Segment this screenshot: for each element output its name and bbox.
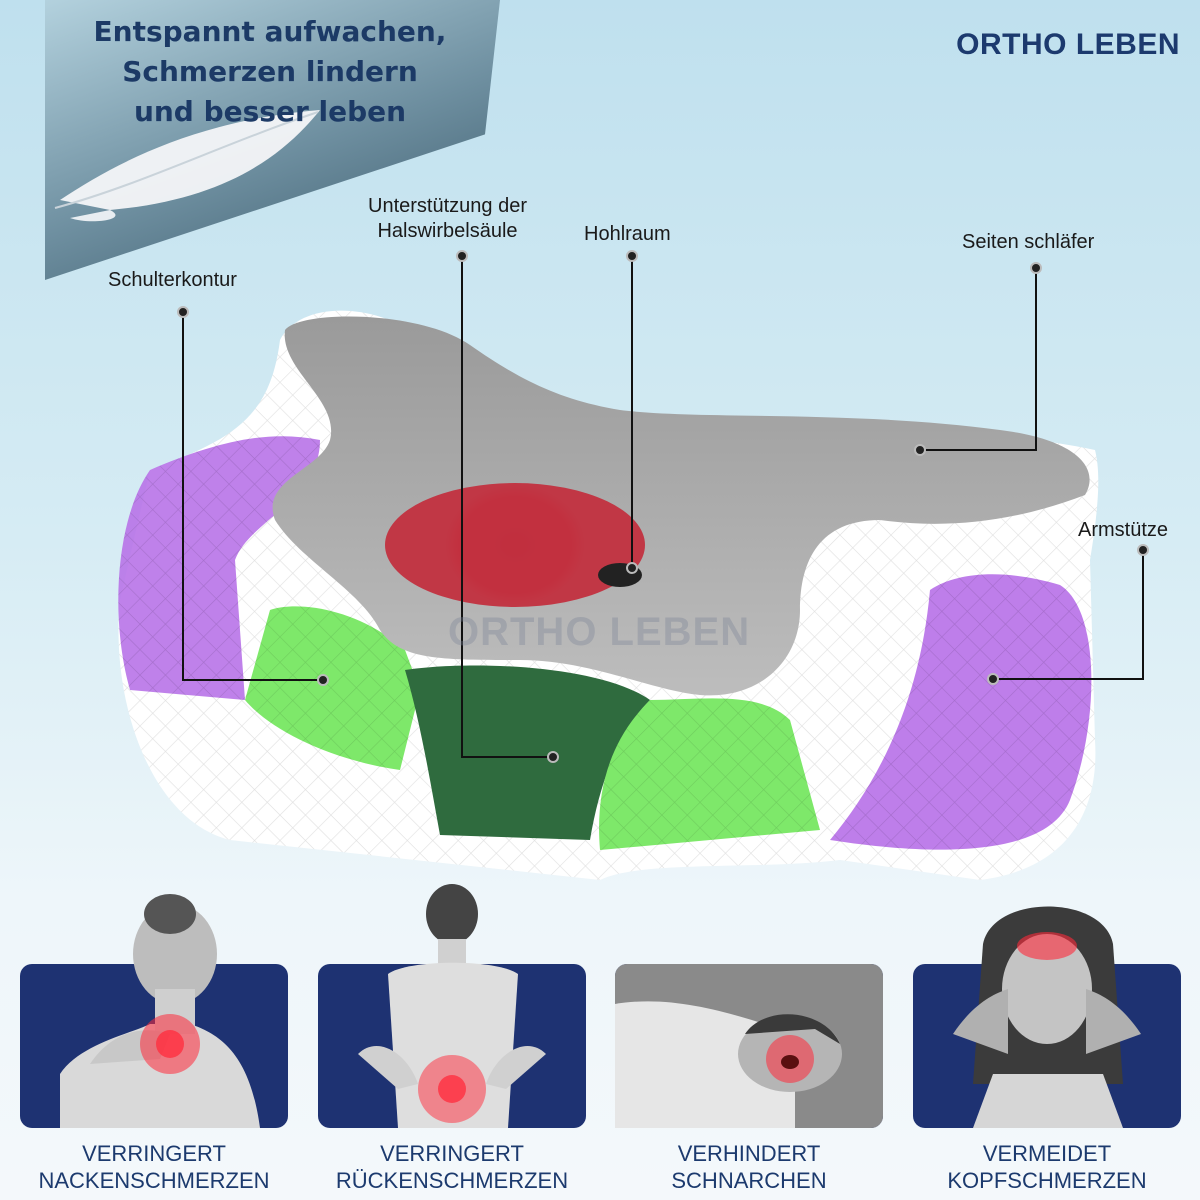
callout-dot <box>1137 544 1149 556</box>
benefit-caption-line-1: VERHINDERT <box>677 1141 821 1166</box>
benefit-card-headache <box>913 906 1181 1128</box>
callout-dot <box>626 250 638 262</box>
benefit-caption-line-2: NACKENSCHMERZEN <box>38 1168 270 1193</box>
callout-dot <box>177 306 189 318</box>
benefit-caption-headache: VERMEIDET KOPFSCHMERZEN <box>898 1140 1196 1194</box>
callout-dot <box>1030 262 1042 274</box>
headline: Entspannt aufwachen, Schmerzen lindern u… <box>60 12 480 132</box>
neck-support-zone <box>405 665 650 840</box>
neck-pain-person-illustration <box>60 894 260 1128</box>
callout-dot <box>547 751 559 763</box>
benefit-card-neck <box>20 894 288 1128</box>
benefit-caption-line-1: VERRINGERT <box>82 1141 226 1166</box>
callout-line-side <box>920 268 1037 451</box>
callout-shoulder: Schulterkontur <box>108 269 237 291</box>
callout-dot <box>317 674 329 686</box>
callout-line-arm <box>993 550 1144 680</box>
callout-line-neck <box>461 256 553 758</box>
benefit-caption-back: VERRINGERT RÜCKENSCHMERZEN <box>303 1140 601 1194</box>
pillow-diagram <box>118 250 1149 880</box>
feather-icon <box>54 110 320 222</box>
headline-line-1: Entspannt aufwachen, <box>93 15 447 48</box>
callout-neck-line-2: Halswirbelsäule <box>377 220 518 242</box>
snoring-person-illustration <box>615 964 883 1128</box>
callout-dot <box>626 562 638 574</box>
headline-line-3: und besser leben <box>133 95 407 128</box>
benefit-caption-line-2: KOPFSCHMERZEN <box>947 1168 1147 1193</box>
callout-side-sleeper: Seiten schläfer <box>962 231 1095 253</box>
benefit-caption-line-1: VERRINGERT <box>380 1141 524 1166</box>
callout-dot <box>914 444 926 456</box>
callout-dot <box>456 250 468 262</box>
brand-logo: ORTHO LEBEN <box>956 28 1180 61</box>
benefit-caption-neck: VERRINGERT NACKENSCHMERZEN <box>5 1140 303 1194</box>
callout-arm-rest: Armstütze <box>1078 519 1169 541</box>
watermark: ORTHO LEBEN <box>448 610 751 654</box>
headline-line-2: Schmerzen lindern <box>122 55 418 88</box>
benefit-caption-line-2: SCHNARCHEN <box>671 1168 827 1193</box>
callout-cavity: Hohlraum <box>584 223 671 245</box>
callout-dot <box>987 673 999 685</box>
callout-neck: Unterstützung der Halswirbelsäule <box>368 194 527 244</box>
benefit-card-snoring <box>615 964 883 1128</box>
benefit-card-back <box>318 884 586 1128</box>
benefit-caption-line-2: RÜCKENSCHMERZEN <box>335 1168 569 1193</box>
benefit-caption-line-1: VERMEIDET <box>982 1141 1112 1166</box>
back-pain-person-illustration <box>358 884 546 1128</box>
callout-line-shoulder <box>182 312 323 681</box>
headache-person-illustration <box>953 906 1141 1128</box>
benefit-caption-snoring: VERHINDERT SCHNARCHEN <box>600 1140 898 1194</box>
callout-neck-line-1: Unterstützung der <box>368 195 527 217</box>
